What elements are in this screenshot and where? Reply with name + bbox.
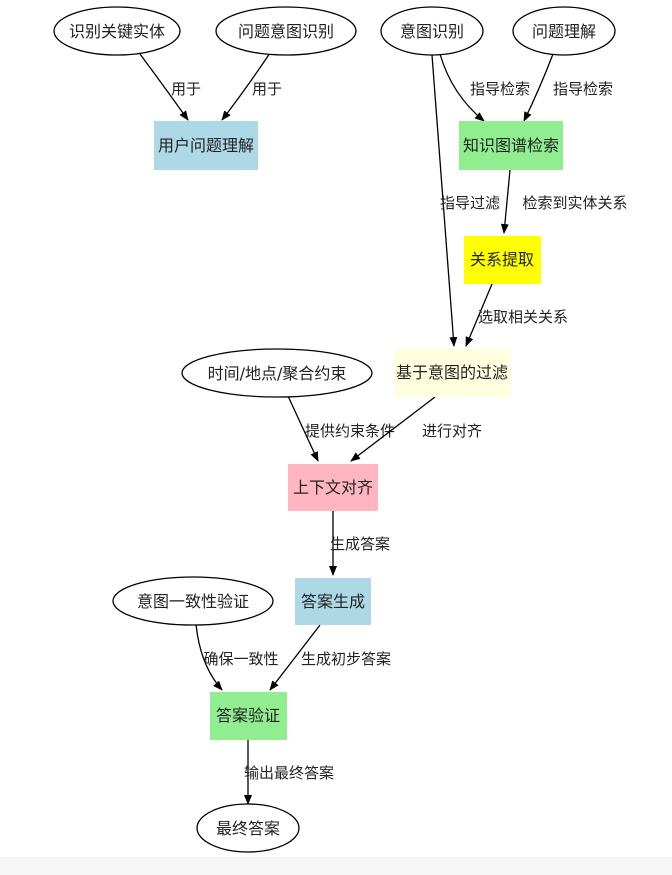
edge-line: [350, 396, 436, 462]
edge-context-alignment-to-answer-generation: 生成答案: [329, 511, 390, 576]
node-context-alignment: 上下文对齐: [288, 464, 378, 511]
node-intent-recognition: 意图识别: [380, 6, 484, 56]
node-kg-retrieval: 知识图谱检索: [459, 121, 563, 170]
node-label: 问题理解: [532, 22, 596, 41]
edge-kg-retrieval-to-relation-extraction: 检索到实体关系: [500, 169, 628, 234]
edge-intent-filter-to-context-alignment: 进行对齐: [350, 396, 482, 462]
flowchart: 用于 用于 指导检索 指导检索 指导过滤: [53, 6, 628, 853]
edge-line: [523, 53, 554, 122]
edge-identify-entities-to-user-question: 用于: [139, 53, 201, 121]
node-user-question-understanding: 用户问题理解: [154, 121, 258, 170]
edge-answer-verification-to-final-answer: 输出最终答案: [244, 740, 334, 805]
edge-label: 选取相关关系: [478, 308, 568, 326]
nodes-layer: 识别关键实体 问题意图识别 意图识别 问题理解 时间/地点/聚合约束 意图一致性…: [53, 6, 616, 853]
edge-intent-recognition-to-intent-filter: 指导过滤: [431, 54, 500, 347]
edge-label: 指导检索: [553, 80, 613, 98]
edge-intent-recognition-to-kg-retrieval: 指导检索: [439, 53, 530, 122]
edge-label: 用于: [252, 80, 282, 98]
edge-answer-generation-to-answer-verification: 生成初步答案: [269, 624, 391, 691]
node-label: 答案验证: [216, 706, 280, 725]
edge-line: [431, 54, 458, 347]
edge-label: 用于: [171, 80, 201, 98]
node-label: 基于意图的过滤: [396, 363, 508, 382]
edge-line: [269, 624, 321, 691]
node-label: 关系提取: [470, 250, 534, 269]
edge-intent-consistency-to-answer-verification: 确保一致性: [195, 623, 279, 691]
node-constraints: 时间/地点/聚合约束: [181, 348, 373, 398]
node-intent-consistency: 意图一致性验证: [112, 576, 274, 626]
node-answer-generation: 答案生成: [295, 578, 371, 625]
edge-label: 提供约束条件: [305, 422, 395, 440]
edge-label: 指导检索: [470, 80, 530, 98]
node-question-understanding: 问题理解: [512, 6, 616, 56]
node-label: 上下文对齐: [293, 478, 373, 497]
node-relation-extraction: 关系提取: [464, 236, 541, 284]
node-label: 答案生成: [301, 592, 365, 611]
node-label: 最终答案: [216, 819, 280, 838]
edge-line: [139, 53, 189, 121]
node-label: 知识图谱检索: [463, 136, 559, 155]
edge-question-intent-to-user-question: 用于: [221, 52, 282, 121]
edge-label: 生成答案: [330, 535, 390, 553]
node-question-intent: 问题意图识别: [215, 6, 357, 56]
edge-line: [221, 52, 271, 121]
node-label: 意图一致性验证: [137, 592, 249, 611]
edge-label: 输出最终答案: [244, 764, 334, 782]
edge-label: 进行对齐: [422, 422, 482, 440]
edge-label: 生成初步答案: [301, 650, 391, 668]
edge-line: [500, 169, 511, 234]
node-label: 意图识别: [400, 22, 464, 41]
node-final-answer: 最终答案: [196, 803, 300, 853]
node-label: 用户问题理解: [158, 136, 254, 155]
edge-line: [195, 623, 223, 691]
node-label: 时间/地点/聚合约束: [208, 364, 347, 383]
node-intent-filter: 基于意图的过滤: [394, 349, 511, 397]
edge-line: [439, 53, 485, 122]
edge-line: [287, 395, 319, 462]
node-identify-entities: 识别关键实体: [53, 6, 181, 56]
node-label: 问题意图识别: [238, 22, 334, 41]
edge-line: [465, 283, 493, 347]
edge-relation-extraction-to-intent-filter: 选取相关关系: [465, 283, 568, 347]
node-label: 识别关键实体: [69, 22, 165, 41]
edge-question-understanding-to-kg-retrieval: 指导检索: [523, 53, 613, 122]
bottom-strip: [0, 857, 672, 875]
edge-label: 检索到实体关系: [522, 194, 627, 212]
edge-constraints-to-context-alignment: 提供约束条件: [287, 395, 395, 462]
edge-label: 指导过滤: [440, 194, 500, 212]
edge-label: 确保一致性: [203, 650, 278, 668]
node-answer-verification: 答案验证: [210, 692, 287, 740]
edges-layer: 用于 用于 指导检索 指导检索 指导过滤: [139, 52, 628, 805]
